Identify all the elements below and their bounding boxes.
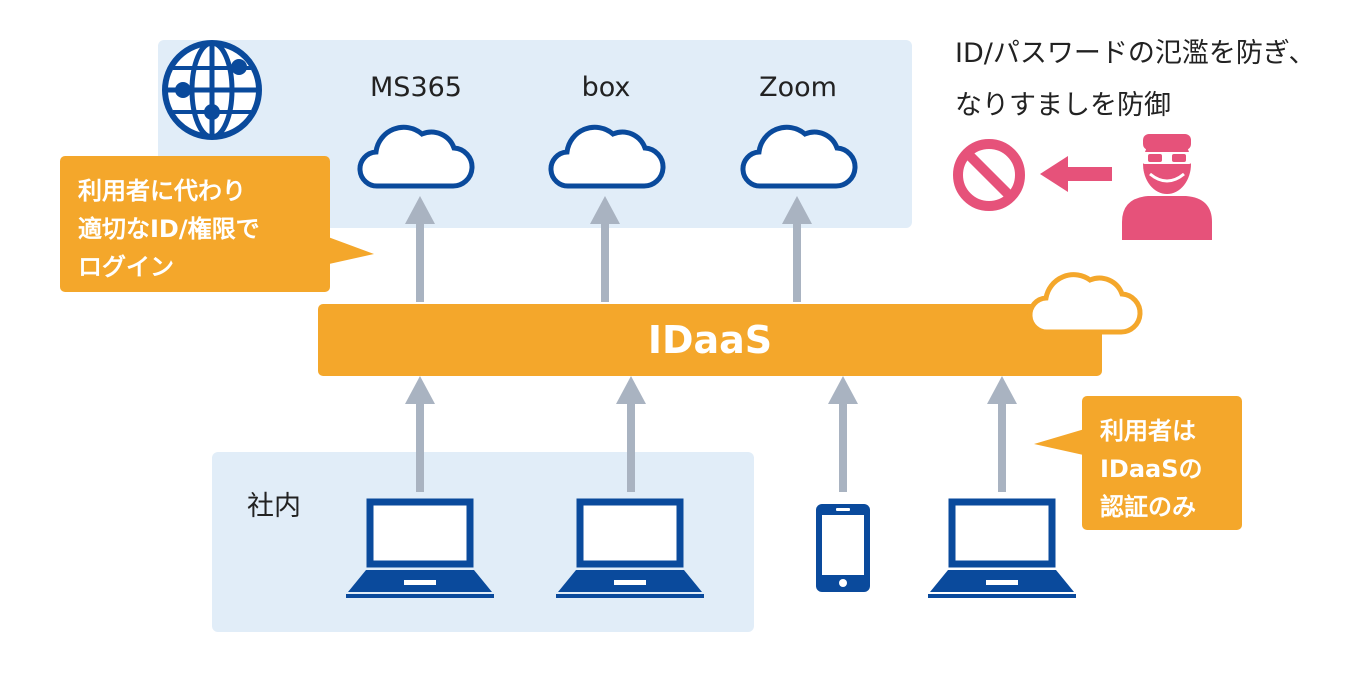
warning-line: ID/パスワードの氾濫を防ぎ、 [955, 38, 1316, 69]
internal-label: 社内 [247, 491, 301, 522]
callout-left-line: ログイン [78, 253, 174, 281]
impostor-icon [1122, 134, 1212, 240]
arrow-up-icon [828, 376, 858, 492]
cloud-icon [740, 124, 858, 189]
laptop-icon [556, 498, 704, 598]
service-label-box: box [581, 72, 631, 103]
arrow-up-icon [987, 376, 1017, 492]
arrow-up-icon [405, 376, 435, 492]
service-label-zoom: Zoom [759, 72, 837, 103]
service-label-ms365: MS365 [370, 72, 462, 103]
arrow-up-icon [782, 196, 812, 302]
callout-left-line: 適切なID/権限で [78, 215, 260, 243]
globe-icon [162, 40, 262, 140]
laptop-icon [928, 498, 1076, 598]
laptop-icon [346, 498, 494, 598]
block-icon [953, 139, 1025, 211]
smartphone-icon [816, 504, 870, 592]
callout-right-line: IDaaSの [1100, 455, 1203, 483]
callout-pointer [320, 234, 374, 266]
callout-pointer [1034, 428, 1088, 456]
cloud-icon [1027, 272, 1143, 335]
cloud-icon [548, 124, 666, 189]
cloud-icon [357, 124, 475, 189]
arrow-up-icon [405, 196, 435, 302]
arrow-up-icon [616, 376, 646, 492]
callout-right: 利用者は IDaaSの 認証のみ [1082, 396, 1242, 530]
callout-left: 利用者に代わり 適切なID/権限で ログイン [60, 156, 330, 292]
idaas-bar: IDaaS [318, 304, 1102, 376]
callout-right-line: 認証のみ [1100, 493, 1196, 521]
callout-right-line: 利用者は [1100, 417, 1196, 445]
warning-line: なりすましを防御 [955, 90, 1171, 121]
warning-text: ID/パスワードの氾濫を防ぎ、 なりすましを防御 [955, 28, 1316, 132]
idaas-label: IDaaS [647, 318, 773, 362]
arrow-left-icon [1040, 156, 1112, 192]
callout-left-line: 利用者に代わり [78, 177, 246, 205]
arrow-up-icon [590, 196, 620, 302]
